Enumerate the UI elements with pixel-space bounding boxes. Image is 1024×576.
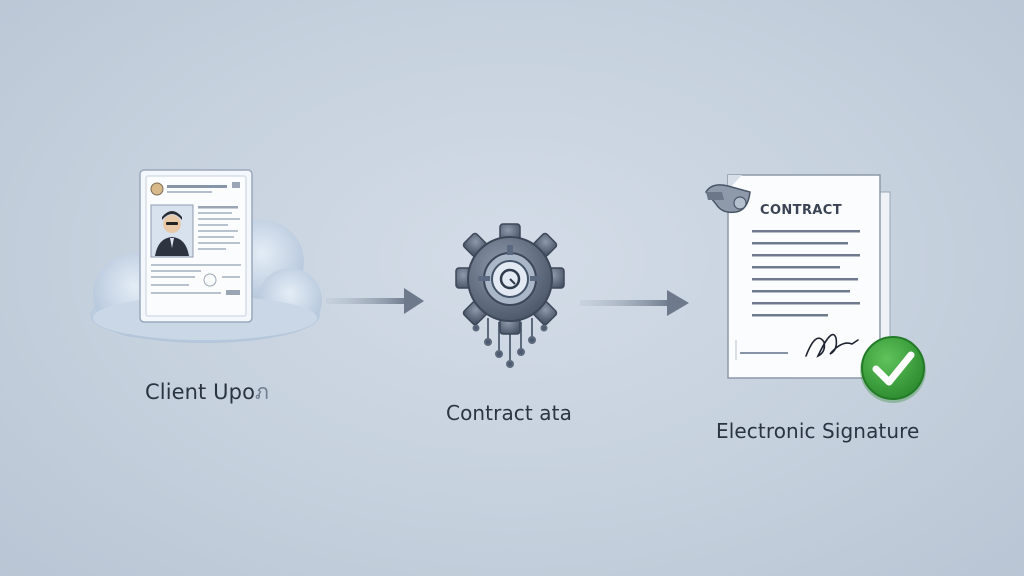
contract-document-title: CONTRACT [760, 203, 843, 218]
step-label-faded: ภ [255, 380, 269, 404]
arrow-right-icon [580, 290, 689, 316]
check-badge-icon [860, 336, 926, 403]
person-photo-icon [155, 211, 189, 256]
gear-circuit-icon [455, 223, 565, 368]
step-label-electronic-signature: Electronic Signature [716, 419, 920, 443]
step-label-contract-data: Contract ata [446, 401, 572, 425]
arrow-right-icon [326, 288, 424, 314]
step-label-client-upload: Client Upoภ [145, 376, 269, 409]
scroll-curl-icon [705, 184, 751, 214]
id-card-icon [139, 169, 253, 323]
cloud-id-card-icon [90, 169, 322, 343]
signed-contract-icon [705, 174, 926, 403]
signature-mark [805, 333, 859, 358]
step-label-main: Client Upo [145, 380, 256, 404]
